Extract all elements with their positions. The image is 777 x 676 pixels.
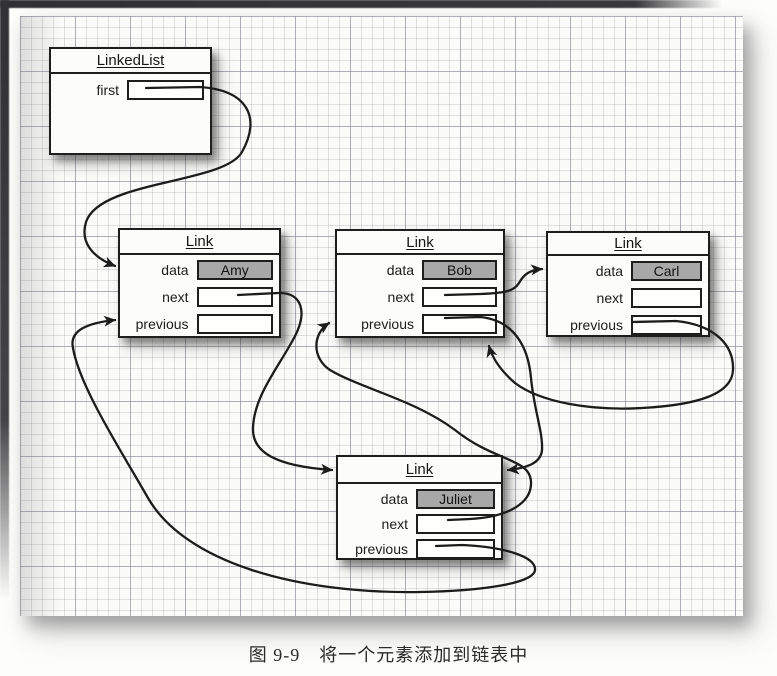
bob-field-row-next: next	[337, 287, 497, 307]
amy-field-row-next: next	[120, 287, 273, 307]
juliet-field-value-next	[416, 514, 495, 534]
bob-field-label-next: next	[387, 289, 414, 305]
carl-field-row-data: data Carl	[548, 261, 702, 281]
bob-field-label-previous: previous	[361, 316, 414, 332]
juliet-field-row-previous: previous	[338, 539, 495, 559]
juliet-field-label-previous: previous	[355, 541, 408, 557]
bob-field-value-data: Bob	[422, 260, 497, 280]
link-box-juliet: Link data Juliet next previous	[336, 455, 503, 560]
bob-field-value-next	[422, 287, 497, 307]
carl-field-value-next	[631, 288, 702, 308]
link-box-juliet-title: Link	[338, 457, 501, 484]
juliet-field-label-data: data	[380, 491, 408, 507]
list-field-row-first: first	[51, 80, 204, 100]
juliet-field-label-next: next	[381, 516, 408, 532]
juliet-field-row-data: data Juliet	[338, 489, 495, 509]
carl-field-value-data: Carl	[631, 261, 702, 281]
link-box-bob-title: Link	[337, 231, 503, 255]
scan-edge-top	[0, 0, 722, 8]
scan-edge-left	[0, 0, 9, 600]
carl-field-label-data: data	[595, 263, 623, 279]
juliet-field-value-previous	[416, 539, 495, 559]
amy-field-label-next: next	[162, 289, 189, 305]
figure-caption: 图 9-9 将一个元素添加到链表中	[248, 645, 529, 665]
amy-field-value-data: Amy	[196, 260, 273, 280]
carl-field-row-next: next	[548, 288, 702, 308]
carl-field-value-previous	[631, 315, 702, 335]
list-field-label-first: first	[96, 82, 119, 98]
list-field-value-first	[127, 80, 204, 100]
amy-field-row-previous: previous	[120, 314, 273, 334]
amy-field-label-previous: previous	[135, 316, 189, 332]
bob-field-row-previous: previous	[337, 314, 497, 334]
linkedlist-box-rows: first	[51, 74, 210, 100]
bob-field-value-previous	[422, 314, 497, 334]
amy-field-value-previous	[196, 314, 273, 334]
link-box-carl: Link data Carl next previous	[546, 231, 710, 337]
linkedlist-box-title: LinkedList	[51, 49, 210, 74]
amy-field-value-next	[196, 287, 273, 307]
amy-field-label-data: data	[161, 262, 189, 278]
bob-field-row-data: data Bob	[337, 260, 497, 280]
linkedlist-box: LinkedList first	[49, 47, 212, 155]
link-box-juliet-rows: data Juliet next previous	[338, 484, 501, 559]
link-box-carl-rows: data Carl next previous	[548, 256, 708, 335]
juliet-field-row-next: next	[338, 514, 495, 534]
link-box-carl-title: Link	[548, 233, 708, 256]
carl-field-row-previous: previous	[548, 315, 702, 335]
amy-field-row-data: data Amy	[120, 260, 273, 280]
carl-field-label-previous: previous	[570, 317, 623, 333]
juliet-field-value-data: Juliet	[416, 489, 495, 509]
carl-field-label-next: next	[596, 290, 623, 306]
bob-field-label-data: data	[386, 262, 414, 278]
link-box-amy-title: Link	[120, 230, 279, 255]
